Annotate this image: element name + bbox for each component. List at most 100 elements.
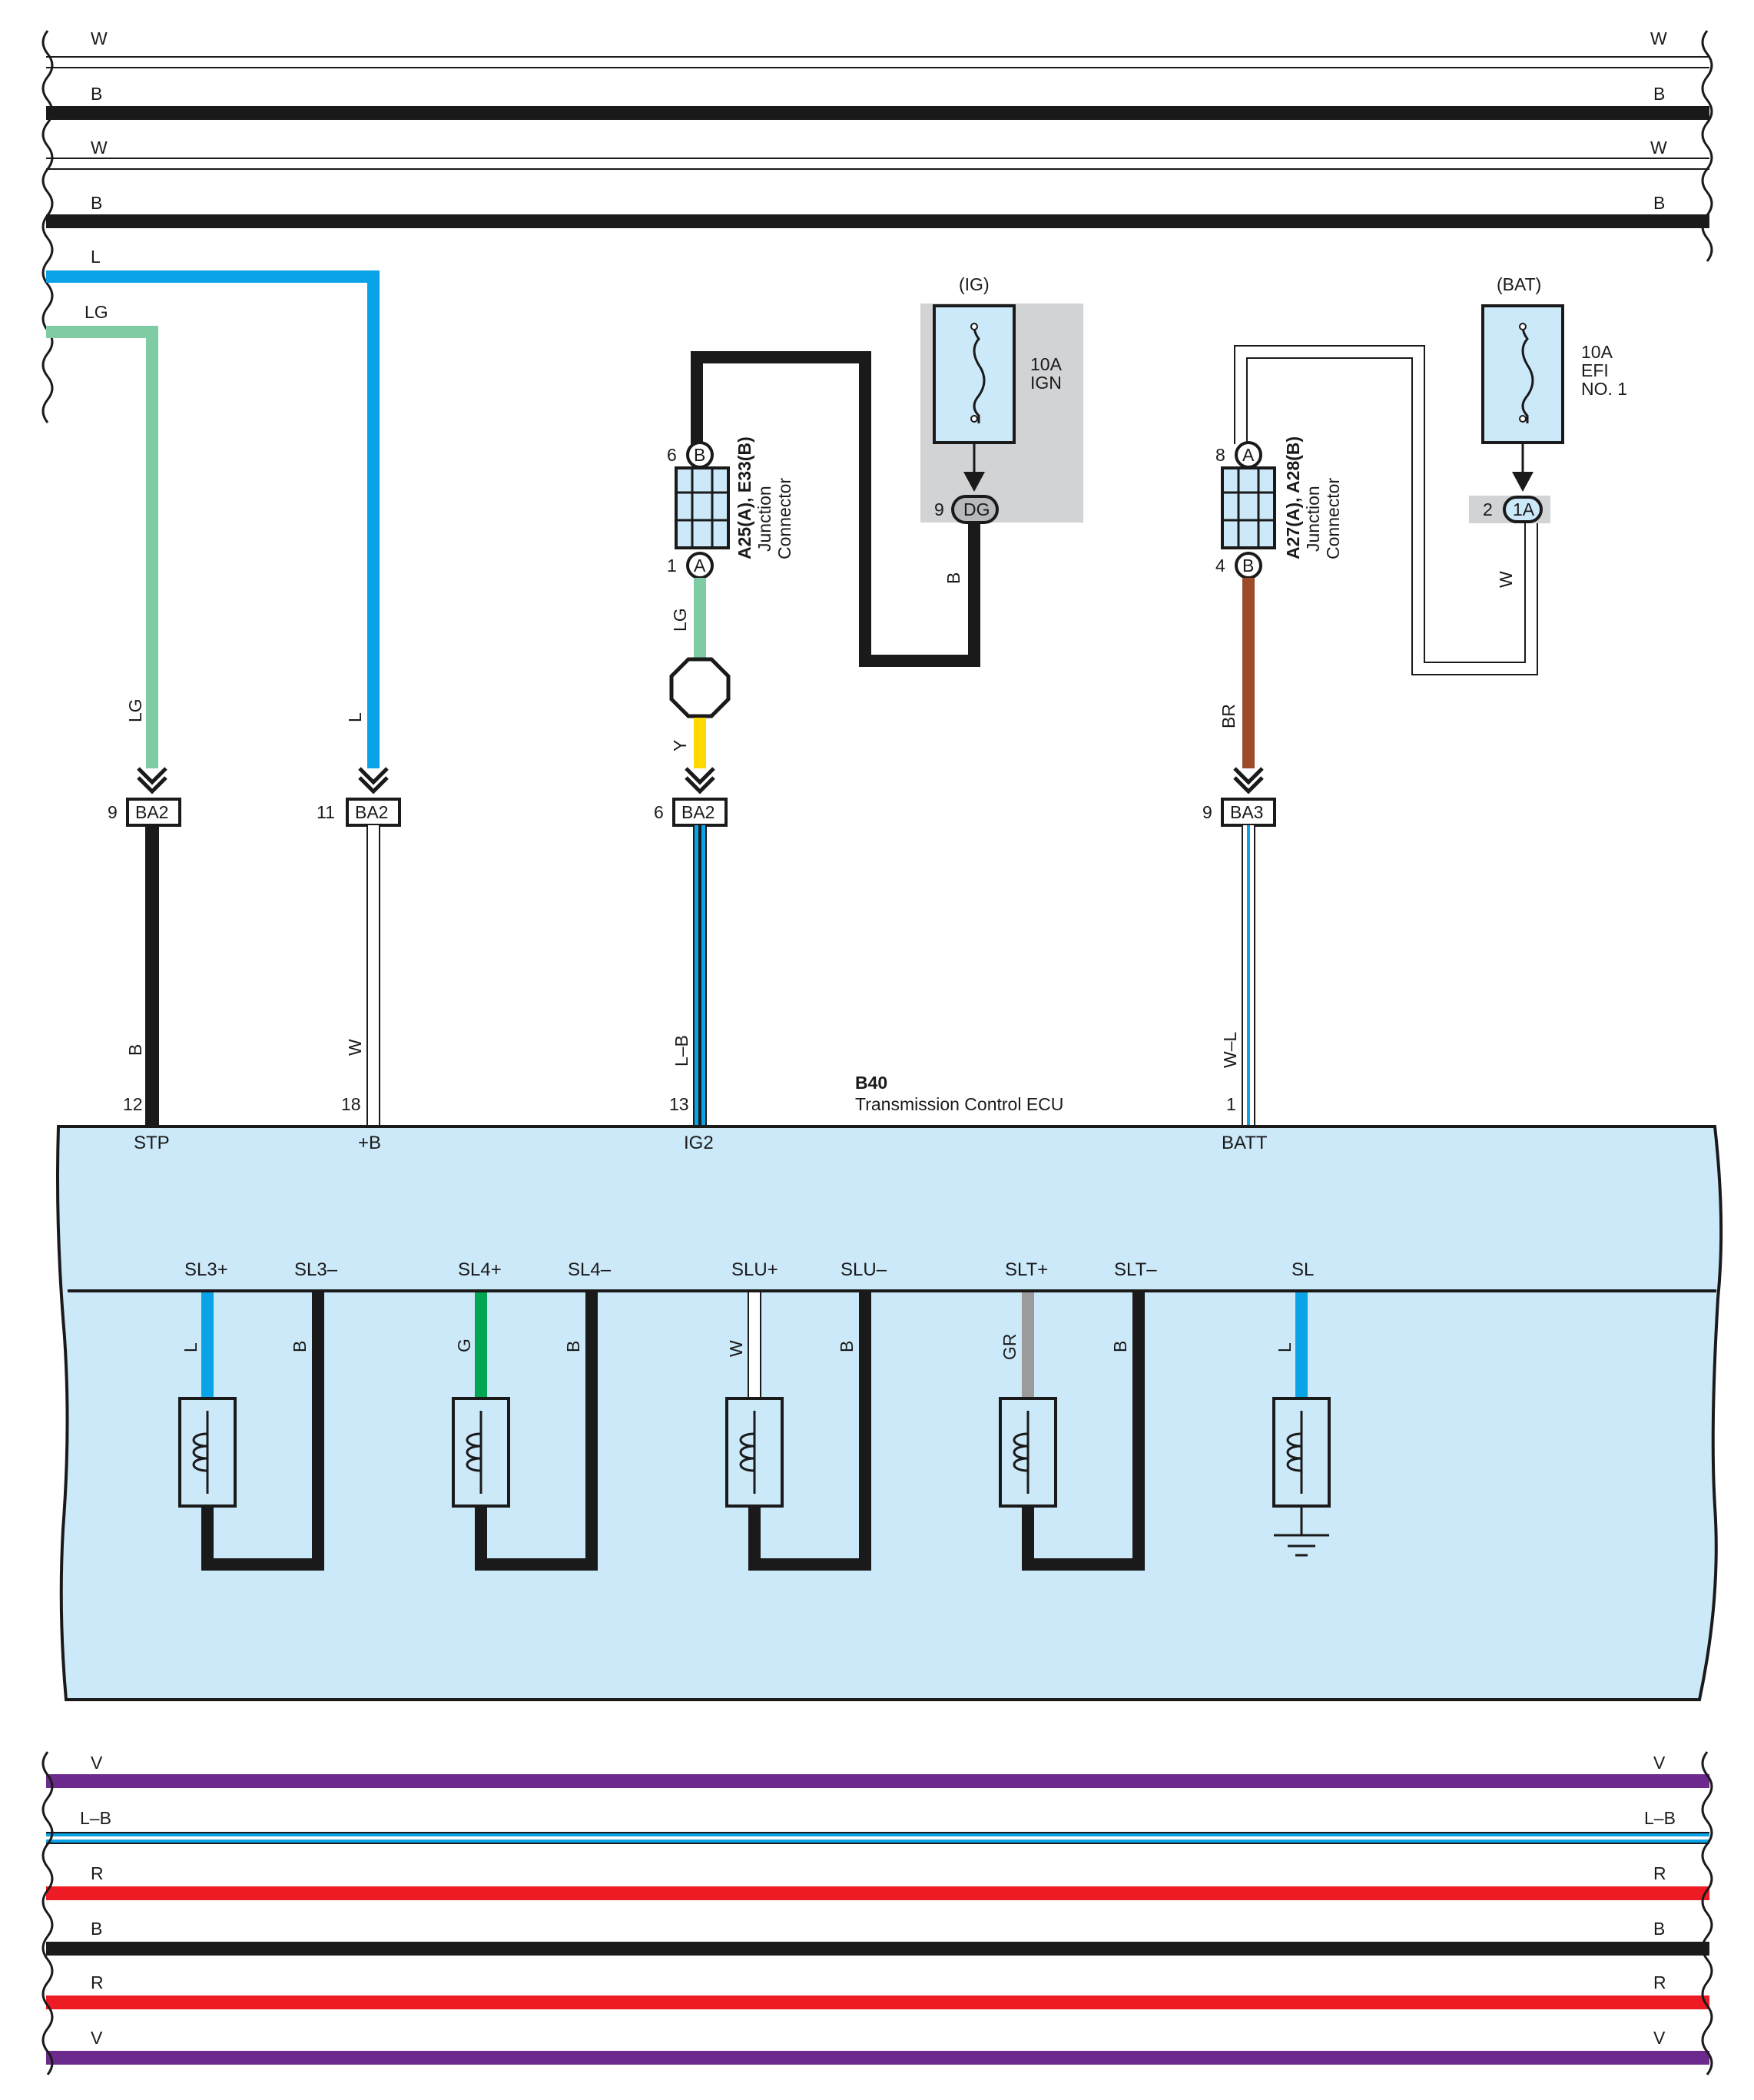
top-break-right <box>1701 30 1713 262</box>
bottom-wire-2-label-left: L–B <box>80 1808 111 1828</box>
entry-wire-l-label: L <box>91 247 101 267</box>
ecu-pin-batt: 1 <box>1226 1094 1236 1114</box>
connector-ba2-11-name: BA2 <box>355 802 388 822</box>
ecu-terminal-stp: STP <box>134 1133 170 1153</box>
connector-ba2-9: BA2 9 LG <box>108 698 181 827</box>
slu-plus-label: SLU+ <box>731 1259 778 1280</box>
slt-minus-label: SLT– <box>1114 1259 1157 1280</box>
junction1-line3: Connector <box>774 478 794 559</box>
top-wire-2-label-left: B <box>91 84 102 104</box>
entry-wire-lg-label: LG <box>85 302 108 322</box>
sl3-minus-wire: B <box>290 1341 310 1352</box>
ecu-name: Transmission Control ECU <box>855 1094 1063 1114</box>
fuse-bat-block: (BAT) 10A EFI NO. 1 1A 2 <box>1469 274 1627 523</box>
ecu-pin-plus-b: 18 <box>341 1094 361 1114</box>
ecu-body: B40 Transmission Control ECU 12 18 13 1 … <box>56 1073 1723 1701</box>
connector-ba2-9-name: BA2 <box>135 802 168 822</box>
ecu-terminal-batt: BATT <box>1222 1133 1268 1153</box>
sl3-plus-wire: L <box>181 1342 201 1352</box>
fuse-ig-connector-label: DG <box>963 499 990 519</box>
sl4-minus-wire: B <box>563 1341 583 1352</box>
slt-plus-label: SLT+ <box>1005 1259 1048 1280</box>
bottom-wire-6-label-left: V <box>91 2028 103 2048</box>
junction1-top-letter: B <box>694 445 705 465</box>
connector-ba3-9-name: BA3 <box>1230 802 1263 822</box>
splice-octagon <box>669 657 731 718</box>
solenoid-sl4: SL4+ SL4– G B <box>452 1259 612 1571</box>
bottom-wire-3-label-right: R <box>1653 1863 1666 1883</box>
connector-ba3-9-pin: 9 <box>1202 802 1212 822</box>
fuse-bat-connector-label: 1A <box>1513 499 1535 519</box>
bottom-harness: V V L–B L–B R R B B R R V V <box>41 1751 1713 2075</box>
junction-connector-2: A 8 B 4 A27(A), A28(B) Junction Connecto… <box>1215 436 1343 579</box>
connector-ba2-6-pin: 6 <box>654 802 664 822</box>
wire-stp-label: B <box>125 1044 145 1056</box>
junction2-id: A27(A), A28(B) <box>1283 436 1303 559</box>
junction1-top-pin: 6 <box>667 445 677 465</box>
wire-b-ig-label: B <box>943 572 963 584</box>
junction-connector-1: B 6 A 1 A25(A), E33(B) Junction Connecto… <box>667 436 794 579</box>
entry-wires: L LG <box>46 247 380 768</box>
sl-plus-wire: L <box>1275 1342 1295 1352</box>
fuse-bat-arrow <box>1512 472 1534 492</box>
wire-plus-b-label: W <box>345 1039 365 1056</box>
connector-ba2-9-pin: 9 <box>108 802 118 822</box>
connector-ba3-9-upper-wire: BR <box>1219 704 1238 728</box>
wire-lg-to-ba2-9 <box>46 326 158 768</box>
top-harness: W W B B W W B B <box>41 28 1713 423</box>
solenoid-sl3: SL3+ SL3– L B <box>178 1259 338 1571</box>
junction1-top-terminal <box>686 441 714 469</box>
ecu-code: B40 <box>855 1073 887 1093</box>
fuse-ig-rating: 10A <box>1030 354 1063 374</box>
junction2-top-terminal <box>1235 441 1262 469</box>
top-wire-3-label-left: W <box>91 138 108 158</box>
fuse-ig-arrow <box>963 472 985 492</box>
connector-ba2-11-upper-wire: L <box>345 712 365 722</box>
top-wire-4-label-left: B <box>91 193 102 213</box>
junction1-line2: Junction <box>754 486 774 552</box>
junction1-body <box>675 466 730 549</box>
fuse-ig-icon <box>973 326 986 423</box>
fuse-bat-name2: NO. 1 <box>1581 379 1627 399</box>
bottom-wire-6-label-right: V <box>1653 2028 1666 2048</box>
sl4-plus-wire: G <box>454 1339 474 1352</box>
junction2-body <box>1221 466 1276 549</box>
bottom-wire-4-label-right: B <box>1653 1919 1665 1939</box>
junction1-id: A25(A), E33(B) <box>734 436 754 559</box>
top-wire-4: B B <box>46 193 1709 228</box>
fuse-bat-rating: 10A <box>1581 342 1613 362</box>
connector-ba3-9: BA3 9 BR <box>1202 704 1276 827</box>
junction1-bottom-letter: A <box>694 556 706 576</box>
solenoid-slu: SLU+ SLU– W B <box>725 1259 887 1571</box>
bottom-break-left <box>41 1751 54 2075</box>
junction2-top-pin: 8 <box>1215 445 1225 465</box>
fuse-bat-group: (BAT) <box>1497 274 1541 294</box>
wire-lg-junction1-label: LG <box>670 608 690 632</box>
junction2-bottom-letter: B <box>1242 556 1254 576</box>
ecu-pin-stp: 12 <box>123 1094 143 1114</box>
bottom-wire-3-label-left: R <box>91 1863 104 1883</box>
wire-l-to-ba2-11 <box>46 270 380 768</box>
junction2-line2: Junction <box>1303 486 1323 552</box>
sl4-plus-label: SL4+ <box>458 1259 502 1280</box>
junction2-line3: Connector <box>1323 478 1343 559</box>
bottom-break-right <box>1701 1751 1713 2075</box>
ecu-terminal-plus-b: +B <box>358 1133 381 1153</box>
junction2-bottom-pin: 4 <box>1215 556 1225 576</box>
slt-minus-wire: B <box>1110 1341 1130 1352</box>
wire-b-junction1-to-ig <box>691 351 980 667</box>
bottom-wire-5-label-right: R <box>1653 1972 1666 1992</box>
sl3-plus-label: SL3+ <box>184 1259 228 1280</box>
fuse-ig-pin: 9 <box>934 499 944 519</box>
connectors: BA2 9 LG BA2 11 L BA2 6 Y BA3 9 <box>108 698 1276 827</box>
junction2-top-letter: A <box>1242 445 1255 465</box>
slu-minus-label: SLU– <box>841 1259 887 1280</box>
bottom-wire-5-label-left: R <box>91 1972 104 1992</box>
ecu-terminal-ig2: IG2 <box>684 1133 714 1153</box>
fuse-ig-block: (IG) 10A IGN DG 9 <box>920 274 1083 524</box>
connector-ba2-6-name: BA2 <box>681 802 715 822</box>
ecu-outline <box>56 1125 1723 1701</box>
top-wire-3-label-right: W <box>1650 138 1667 158</box>
connector-ba2-6-upper-wire: Y <box>670 740 690 751</box>
